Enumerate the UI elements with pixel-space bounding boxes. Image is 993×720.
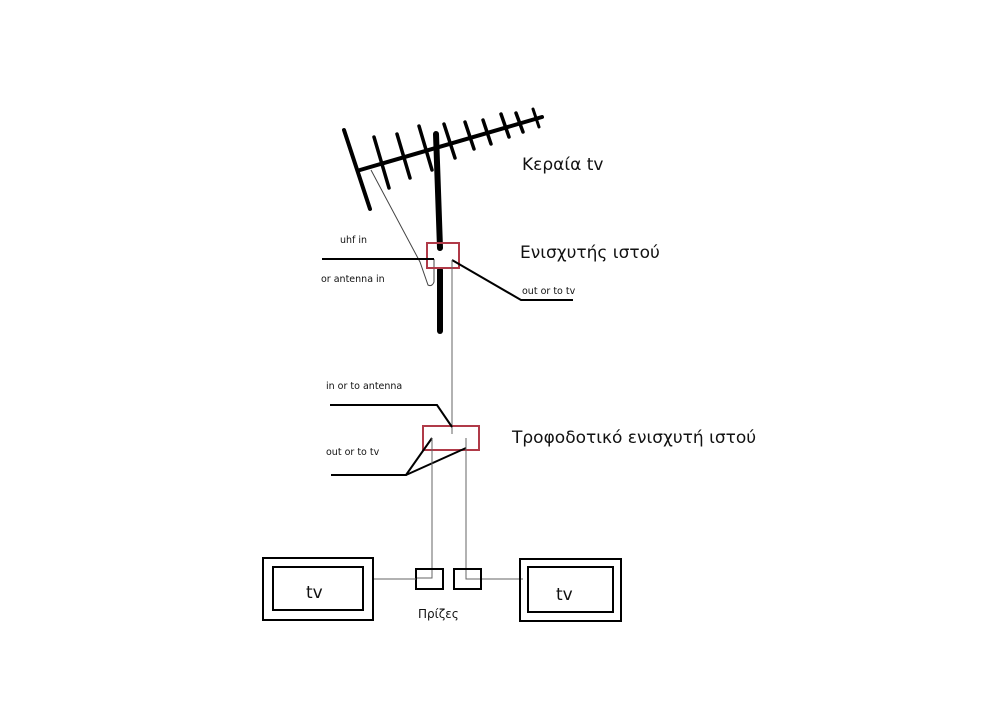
- antenna-element: [395, 132, 412, 180]
- antenna-element: [442, 122, 457, 160]
- mast-amplifier-box: [426, 242, 460, 269]
- antenna-element: [531, 107, 541, 129]
- tv-right-icon: [519, 558, 622, 622]
- cable-to-left-socket: [416, 438, 433, 579]
- label-psu-out: out or to tv: [326, 447, 380, 458]
- antenna-element: [481, 118, 493, 146]
- antenna-element: [499, 112, 511, 139]
- antenna-downlead-cable: [370, 169, 435, 287]
- tv-left-icon: [262, 557, 374, 621]
- antenna-icon: [342, 107, 544, 211]
- label-sockets: Πρίζες: [418, 607, 459, 621]
- antenna-element: [514, 111, 525, 134]
- psu-in-cable: [330, 404, 453, 428]
- mast-upper: [433, 131, 443, 251]
- socket-left: [415, 568, 444, 590]
- cable-to-right-socket: [465, 438, 523, 580]
- antenna-reflector: [342, 128, 372, 211]
- label-antenna-in: or antenna in: [321, 274, 385, 285]
- label-mast-amplifier: Ενισχυτής ιστού: [520, 243, 660, 263]
- label-tv-right: tv: [556, 585, 573, 605]
- label-tv-left: tv: [306, 583, 323, 603]
- psu-out-cable-2: [405, 447, 467, 476]
- antenna-element: [463, 120, 476, 151]
- label-power-supply: Τροφοδοτικό ενισχυτή ιστού: [511, 428, 756, 448]
- label-psu-in: in or to antenna: [326, 381, 402, 392]
- label-uhf-in: uhf in: [340, 235, 367, 246]
- antenna-element: [372, 135, 391, 190]
- label-amp-out: out or to tv: [522, 286, 576, 297]
- amp-out-cable: [451, 259, 573, 301]
- socket-right: [453, 568, 482, 590]
- antenna-element: [417, 124, 434, 172]
- label-antenna: Κεραία tv: [522, 155, 603, 175]
